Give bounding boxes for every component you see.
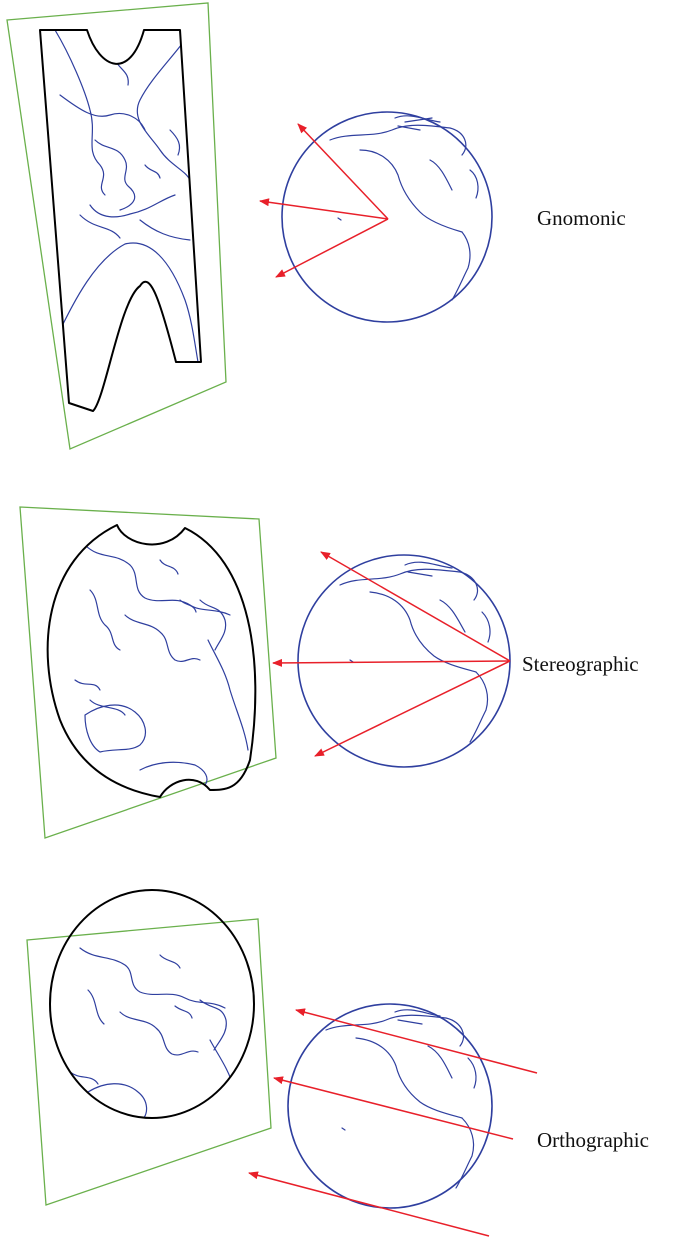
projection-rays — [272, 551, 511, 757]
projection-boundary — [46, 524, 257, 798]
projection-rays — [248, 1008, 538, 1237]
globe-coastline — [325, 1009, 477, 1189]
projection-boundary — [49, 889, 255, 1119]
projection-label: Orthographic — [537, 1128, 649, 1152]
gnomonic-panel: Gnomonic — [6, 2, 626, 450]
projection-plane — [19, 506, 277, 839]
projected-map — [74, 544, 249, 786]
stereographic-panel: Stereographic — [19, 506, 639, 839]
projection-plane — [6, 2, 227, 450]
projection-label: Stereographic — [522, 652, 639, 676]
orthographic-panel: Orthographic — [26, 889, 649, 1237]
projection-rays — [259, 123, 389, 278]
globe-coastline — [329, 115, 479, 301]
projected-map — [54, 30, 199, 363]
globe — [287, 1003, 493, 1209]
projection-plane — [26, 918, 272, 1206]
projected-map — [69, 947, 235, 1118]
projection-boundary — [39, 29, 202, 412]
globe-coastline — [339, 561, 491, 743]
projection-label: Gnomonic — [537, 206, 626, 230]
